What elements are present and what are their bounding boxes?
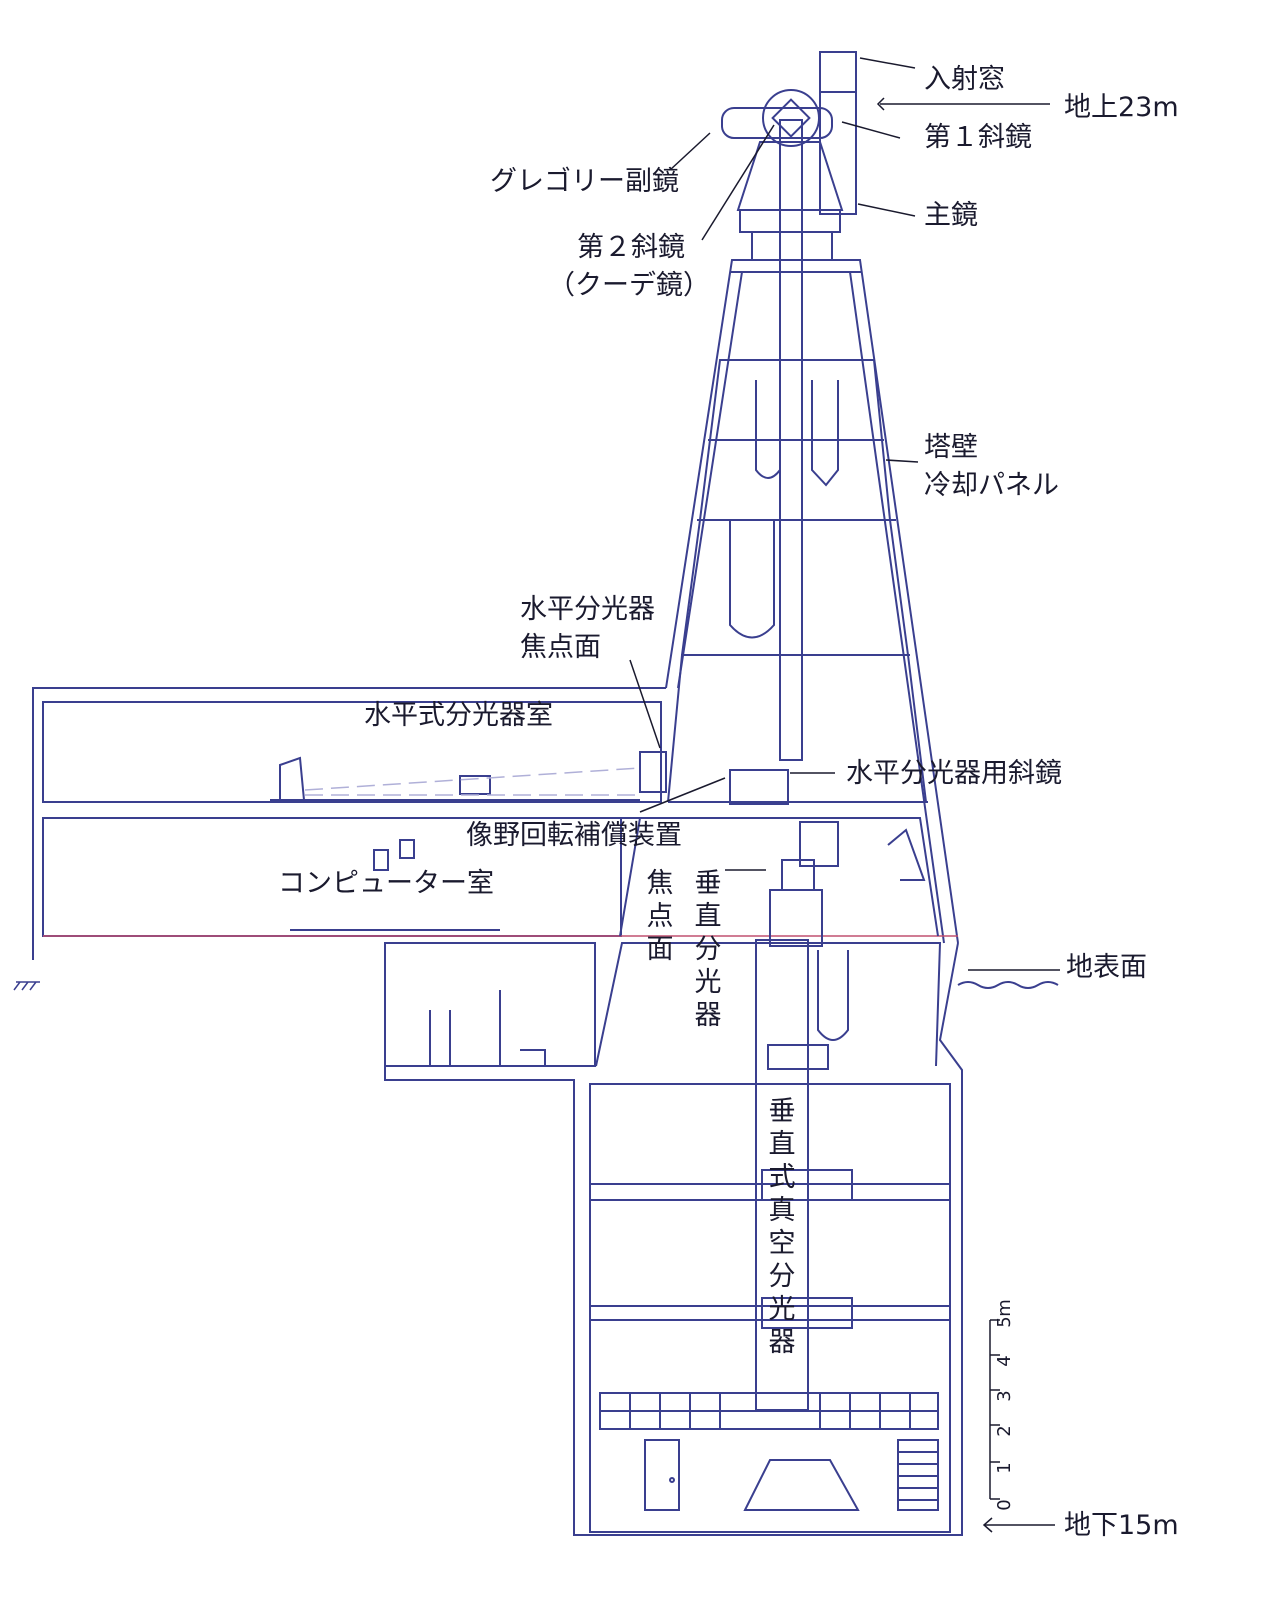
- label-computer-room: コンピューター室: [278, 868, 494, 899]
- ground-surface-line: [957, 981, 1059, 989]
- lower-cone: [595, 942, 942, 1067]
- label-vacuum-spectrograph: 垂直式真空分光器: [769, 1096, 796, 1358]
- label-gregory-secondary: グレゴリー副鏡: [490, 166, 679, 197]
- label-horizontal-mirror: 水平分光器用斜鏡: [846, 758, 1062, 789]
- label-entrance-window: 入射窓: [924, 64, 1005, 95]
- label-cooling-panel: 冷却パネル: [924, 470, 1059, 501]
- telescope-head: [721, 51, 857, 261]
- left-ground-hatch: [13, 981, 40, 991]
- label-primary-mirror: 主鏡: [924, 200, 978, 231]
- label-underground-15m: 地下15m: [1064, 1510, 1179, 1541]
- label-vertical-focal: 焦点面: [647, 868, 674, 965]
- scale-tick-5: 5: [994, 1316, 1015, 1327]
- scale-tick-4: 4: [994, 1355, 1015, 1366]
- tower-outer-wall: [665, 259, 959, 944]
- label-ground-surface: 地表面: [1066, 952, 1147, 983]
- spectrograph-base: [743, 1459, 860, 1511]
- label-horizontal-room: 水平式分光器室: [364, 700, 553, 731]
- scale-tick-1: 1: [994, 1462, 1015, 1473]
- basement-door: [644, 1439, 680, 1511]
- stairs: [897, 1439, 939, 1511]
- label-first-mirror: 第１斜鏡: [924, 122, 1032, 153]
- label-coude-mirror: （クーデ鏡）: [548, 270, 710, 301]
- scale-tick-2: 2: [994, 1425, 1015, 1436]
- label-ground-23m: 地上23m: [1064, 92, 1179, 123]
- horizontal-building-outer: [32, 687, 666, 960]
- scale-unit: m: [994, 1299, 1015, 1317]
- scale-labels: 0 1 2 3 4 5 m: [994, 1299, 1015, 1511]
- label-horizontal-focal-1: 水平分光器: [520, 594, 655, 625]
- label-vertical-spectrograph: 垂直分光器: [695, 868, 722, 1031]
- label-second-mirror: 第２斜鏡: [577, 232, 685, 263]
- leader-lines: [629, 57, 1060, 1533]
- underground-shaft: [589, 1083, 951, 1533]
- horizontal-room: [42, 701, 662, 803]
- labels: 入射窓 地上23m 第１斜鏡 グレゴリー副鏡 主鏡 第２斜鏡 （クーデ鏡） 塔壁…: [278, 64, 1179, 1541]
- vacuum-spectrograph-tube: [755, 939, 809, 1411]
- scale-tick-0: 0: [994, 1499, 1015, 1510]
- structure-lines: [32, 51, 963, 1536]
- label-horizontal-focal-2: 焦点面: [520, 632, 601, 663]
- label-tower-wall: 塔壁: [924, 432, 978, 463]
- scale-tick-3: 3: [994, 1390, 1015, 1401]
- scale-bar: [989, 1319, 1000, 1500]
- light-beam: [304, 767, 641, 796]
- basement-room: [384, 942, 596, 1067]
- label-derotator: 像野回転補償装置: [466, 820, 682, 851]
